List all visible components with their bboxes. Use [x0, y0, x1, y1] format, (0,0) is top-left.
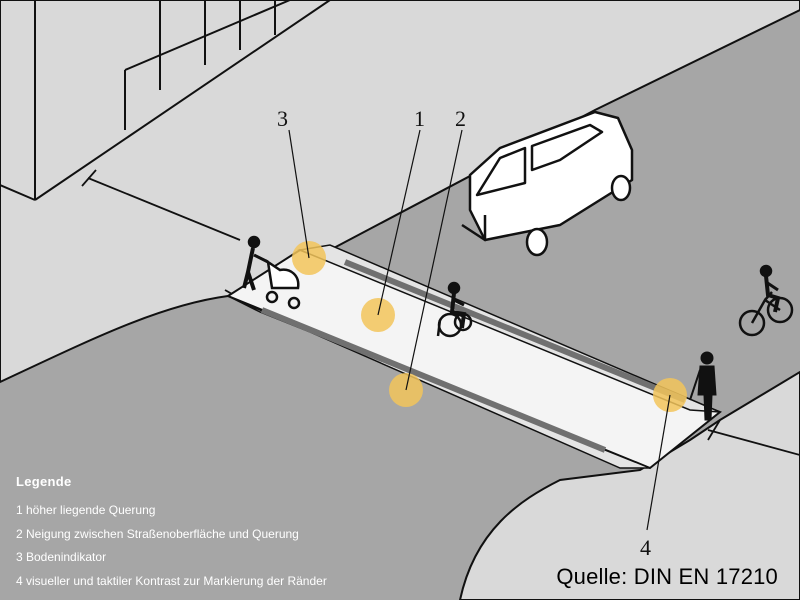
contrast-band-lower [260, 307, 607, 453]
crossing-slope-left [227, 295, 651, 469]
cyclist-icon [738, 264, 794, 337]
pedestrian-icon [689, 351, 717, 421]
legend-item-1: 1 höher liegende Querung [16, 503, 156, 517]
contrast-band-upper [343, 259, 687, 403]
pedestrian-with-stroller-icon [242, 235, 301, 310]
legend-title: Legende [16, 474, 72, 489]
legend-item-2: 2 Neigung zwischen Straßenoberfläche und… [16, 526, 299, 541]
callout-label-3: 3 [277, 106, 288, 131]
leader-lines [288, 129, 671, 531]
callout-label-2: 2 [455, 106, 466, 131]
legend: Legende 1 höher liegende Querung 2 Neigu… [16, 474, 327, 593]
building-outline [0, 0, 331, 201]
source-caption: Quelle: DIN EN 17210 [556, 564, 778, 589]
callout-label-4: 4 [640, 535, 651, 560]
callout-label-1: 1 [414, 106, 425, 131]
legend-item-3: 3 Bodenindikator [16, 550, 107, 564]
legend-item-4: 4 visueller und taktiler Kontrast zur Ma… [16, 573, 327, 588]
wheelchair-user-icon [436, 281, 473, 338]
van-icon [461, 110, 634, 257]
